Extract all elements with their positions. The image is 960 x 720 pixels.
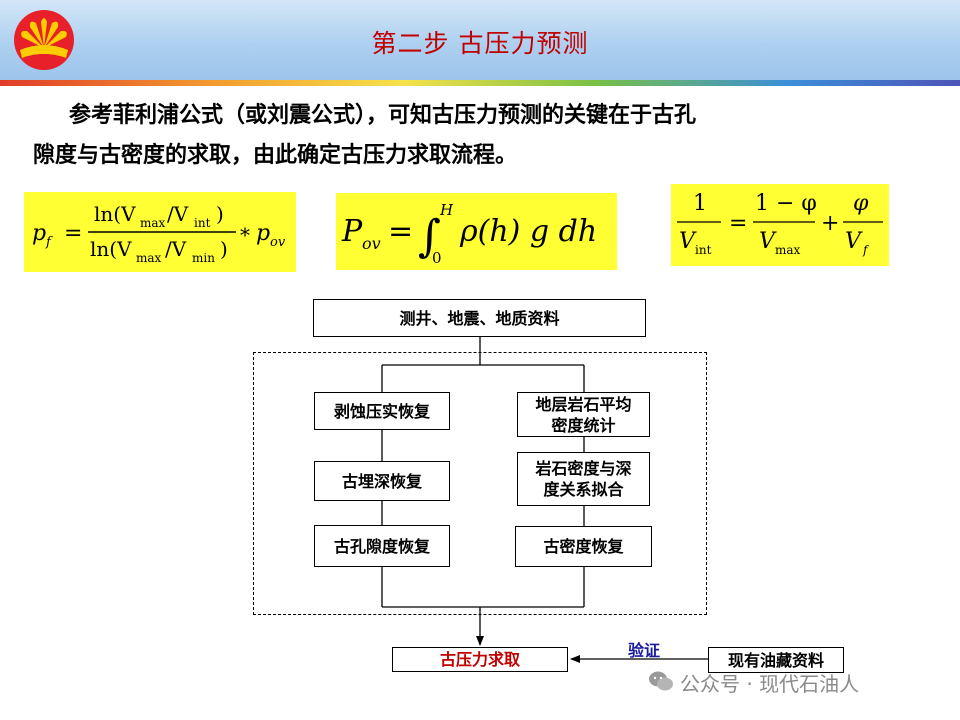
slide-header [0, 0, 960, 80]
f2-body: ρ(h) g dh [459, 214, 597, 249]
f1-num-mid: /V [167, 202, 189, 226]
intro-line-2: 隙度与古密度的求取，由此确定古压力求取流程。 [33, 143, 518, 168]
f1-den-prefix: ln(V [90, 237, 132, 261]
wechat-icon [649, 671, 673, 691]
density-depth-fit-box: 岩石密度与深 度关系拟合 [517, 452, 650, 506]
slide-title: 第二步 古压力预测 [371, 29, 589, 58]
f3-d1-sub: int [695, 243, 712, 257]
f2-lower: 0 [432, 249, 442, 267]
verify-label: 验证 [628, 641, 661, 660]
f3-n2: 1 − φ [755, 191, 817, 216]
f2-upper: H [439, 201, 454, 219]
f3-d2: V [759, 229, 777, 254]
f2-eq: = [388, 214, 413, 249]
f1-times: * [240, 223, 250, 247]
f1-num-sub1: max [140, 216, 166, 230]
f3-eq: = [729, 211, 747, 236]
f1-den-sub2: min [192, 251, 215, 265]
f3-n3: φ [853, 191, 869, 216]
f3-d2-sub: max [775, 243, 801, 257]
philips-formula: p f = ln(V max /V int ) ln(V max /V min … [24, 192, 296, 272]
f2-lhs: P [341, 214, 363, 249]
paleo-porosity-box: 古孔隙度恢复 [314, 525, 450, 567]
f3-d3: V [845, 229, 863, 254]
erosion-compaction-box: 剥蚀压实恢复 [314, 392, 450, 430]
overburden-pressure-formula: P ov = ∫ H 0 ρ(h) g dh [336, 193, 617, 270]
paleo-pressure-result-box: 古压力求取 [392, 647, 568, 672]
header-rainbow-divider [0, 80, 960, 86]
burial-depth-box: 古埋深恢复 [314, 461, 450, 501]
f2-integral: ∫ [418, 211, 441, 262]
f1-lhs-sub: f [45, 235, 53, 250]
f1-rhs-sub: ov [270, 235, 286, 250]
input-data-box: 测井、地震、地质资料 [313, 299, 646, 337]
paleo-density-box: 古密度恢复 [515, 526, 652, 567]
f1-num-sub2: int [194, 216, 211, 230]
f1-den-mid: /V [165, 237, 187, 261]
existing-reservoir-data-box: 现有油藏资料 [708, 647, 844, 673]
f3-d1: V [679, 229, 697, 254]
f1-den-suffix: ) [220, 237, 228, 261]
porosity-velocity-formula: 1 V int = 1 − φ V max + φ V f [671, 184, 889, 266]
watermark-text: 公众号 · 现代石油人 [680, 672, 860, 696]
f1-num-suffix: ) [216, 202, 224, 226]
f3-d3-sub: f [862, 243, 870, 257]
f3-plus: + [821, 211, 839, 236]
processing-group-frame [253, 352, 707, 615]
f1-eq: = [64, 221, 82, 246]
f2-lhs-sub: ov [362, 234, 381, 253]
intro-line-1: 参考菲利浦公式（或刘震公式），可知古压力预测的关键在于古孔 [69, 103, 697, 128]
f1-rhs: p [256, 221, 270, 246]
intro-paragraph: 参考菲利浦公式（或刘震公式），可知古压力预测的关键在于古孔 隙度与古密度的求取，… [33, 96, 928, 176]
f1-num-prefix: ln(V [94, 202, 136, 226]
rock-density-stats-box: 地层岩石平均 密度统计 [517, 392, 650, 437]
f3-n1: 1 [693, 191, 707, 216]
petrochina-logo-icon [14, 10, 74, 70]
f1-den-sub1: max [136, 251, 162, 265]
f1-lhs: p [32, 221, 46, 246]
